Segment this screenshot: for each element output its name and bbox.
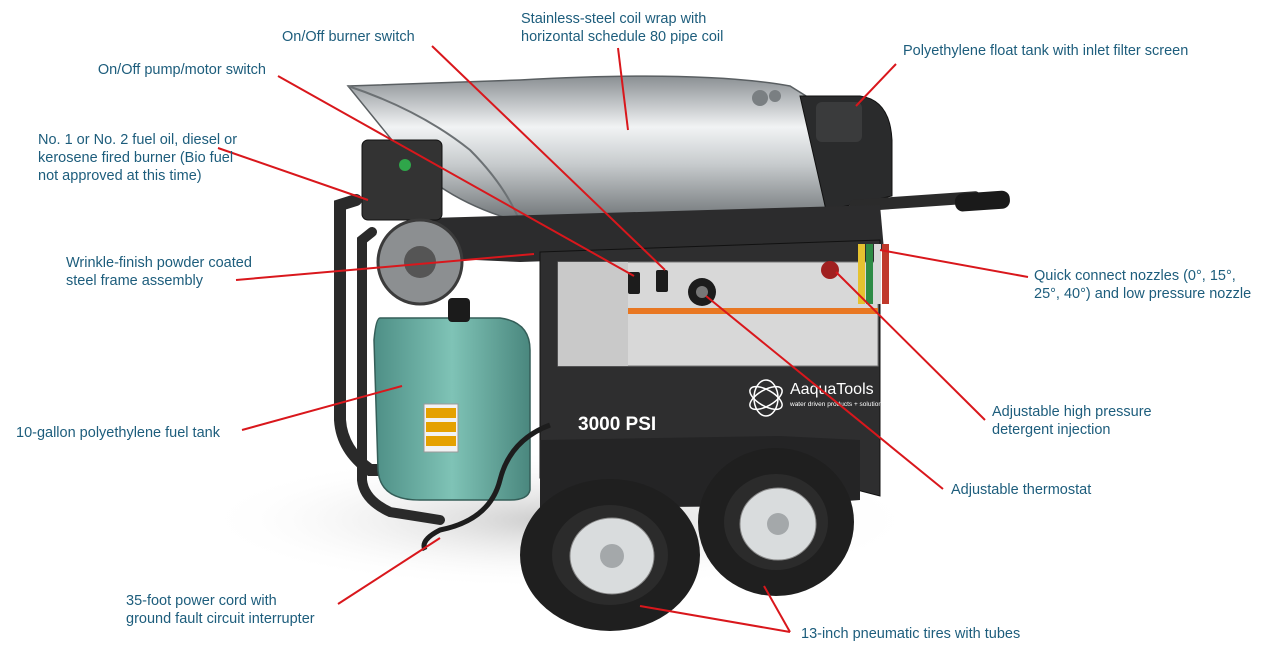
leader-tires-right <box>763 585 791 633</box>
callout-detergent-line2: detergent injection <box>992 422 1111 438</box>
left-wheel <box>520 479 700 631</box>
detergent-valve <box>821 261 839 279</box>
leader-tires-left <box>639 605 791 633</box>
burner-unit <box>361 139 443 221</box>
callout-thermostat-line1: Adjustable thermostat <box>951 482 1092 498</box>
callout-frame-line2: steel frame assembly <box>66 273 203 289</box>
power-cord <box>421 422 551 552</box>
quick-connect-nozzles <box>858 244 889 304</box>
brand-name: AaquaTools <box>790 381 874 398</box>
callout-nozzles: Quick connect nozzles (0°, 15°, 25°, 40°… <box>1034 267 1251 303</box>
leader-burner-switch <box>431 45 666 271</box>
pump-switch <box>628 272 640 294</box>
leader-frame <box>235 253 535 281</box>
leader-fuel-tank <box>241 385 403 431</box>
leader-coil-wrap <box>617 47 629 131</box>
leader-float-tank <box>855 63 897 107</box>
burner-switch <box>656 270 668 292</box>
pressure-badge: 3000 PSI <box>578 414 656 435</box>
callout-tires: 13-inch pneumatic tires with tubes <box>801 625 1020 643</box>
leader-power-cord <box>337 537 441 605</box>
callout-burner-line3: not approved at this time) <box>38 168 202 184</box>
callout-float-tank-line1: Polyethylene float tank with inlet filte… <box>903 43 1189 59</box>
handle-bar <box>849 191 980 212</box>
callout-pump-switch: On/Off pump/motor switch <box>62 61 266 79</box>
callout-coil-wrap-line1: Stainless-steel coil wrap with <box>521 11 707 27</box>
leader-pump-switch <box>277 75 635 277</box>
callout-power-cord-line2: ground fault circuit interrupter <box>126 611 315 627</box>
callout-burner-switch: On/Off burner switch <box>282 28 415 46</box>
leader-thermostat <box>705 295 944 490</box>
brand-tagline: water driven products + solutions <box>789 401 886 408</box>
callout-fuel-tank: 10-gallon polyethylene fuel tank <box>16 424 220 442</box>
callout-coil-wrap-line2: horizontal schedule 80 pipe coil <box>521 29 724 45</box>
callout-detergent-line1: Adjustable high pressure <box>992 404 1152 420</box>
callout-tires-line1: 13-inch pneumatic tires with tubes <box>801 626 1021 642</box>
callout-burner-line2: kerosene fired burner (Bio fuel <box>38 150 234 166</box>
brand-logo <box>749 379 783 417</box>
callout-nozzles-line2: 25°, 40°) and low pressure nozzle <box>1034 286 1252 302</box>
callout-detergent: Adjustable high pressure detergent injec… <box>992 403 1152 439</box>
leader-nozzles <box>879 249 1029 278</box>
callout-float-tank: Polyethylene float tank with inlet filte… <box>903 42 1188 60</box>
callout-thermostat: Adjustable thermostat <box>951 481 1091 499</box>
callout-frame: Wrinkle-finish powder coated steel frame… <box>66 254 252 290</box>
leader-burner <box>217 147 369 201</box>
callout-power-cord-line1: 35-foot power cord with <box>126 593 277 609</box>
callout-fuel-tank-line1: 10-gallon polyethylene fuel tank <box>16 425 220 441</box>
callout-coil-wrap: Stainless-steel coil wrap with horizonta… <box>521 10 723 46</box>
callout-frame-line1: Wrinkle-finish powder coated <box>66 255 252 271</box>
frame-tube <box>334 194 421 476</box>
callout-burner: No. 1 or No. 2 fuel oil, diesel or keros… <box>38 131 237 185</box>
leader-detergent <box>835 271 986 421</box>
callout-power-cord: 35-foot power cord with ground fault cir… <box>126 592 315 628</box>
callout-burner-line1: No. 1 or No. 2 fuel oil, diesel or <box>38 132 238 148</box>
right-wheel <box>698 448 854 596</box>
callout-pump-switch-line1: On/Off pump/motor switch <box>97 62 266 78</box>
callout-burner-switch-line1: On/Off burner switch <box>282 29 415 45</box>
callout-nozzles-line1: Quick connect nozzles (0°, 15°, <box>1034 268 1236 284</box>
